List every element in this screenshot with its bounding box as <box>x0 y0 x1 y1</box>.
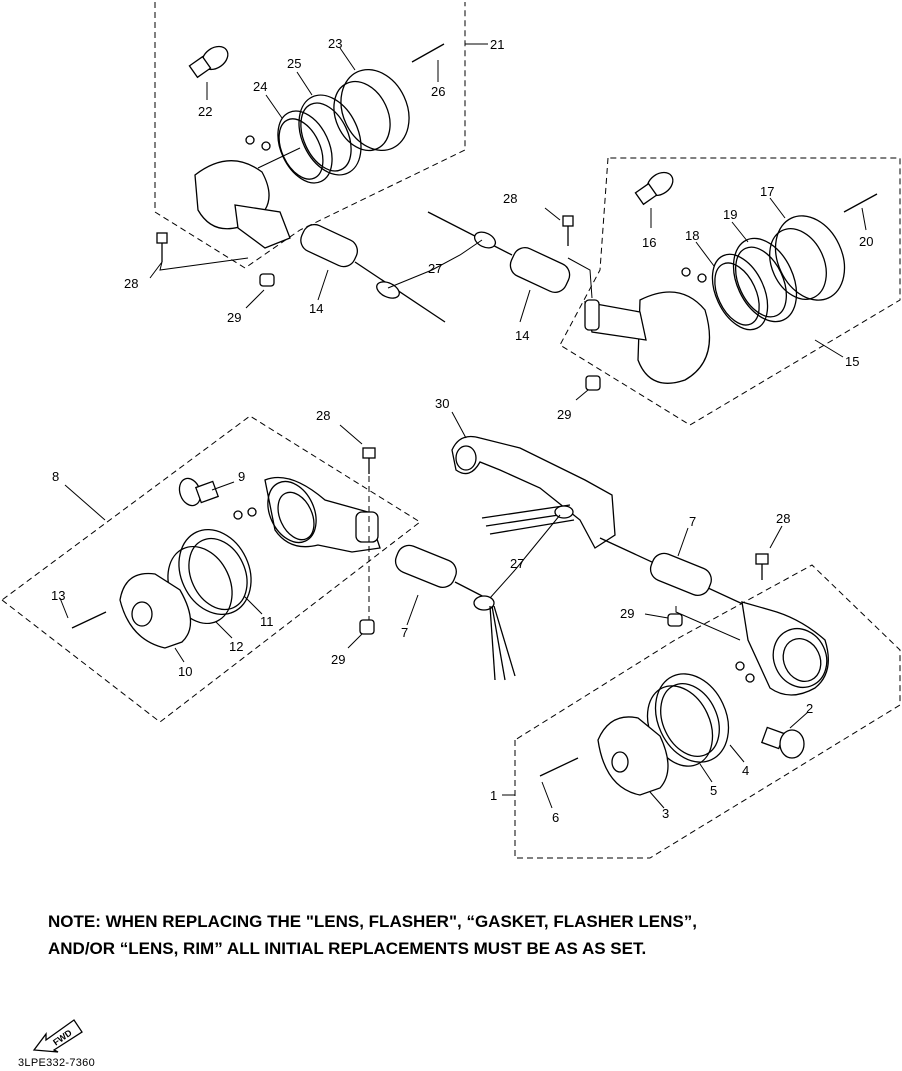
callout-20: 20 <box>859 234 873 249</box>
fwd-arrow-icon: FWD <box>32 1019 83 1053</box>
callout-6: 6 <box>552 810 559 825</box>
callout-18: 18 <box>685 228 699 243</box>
callout-29b: 29 <box>557 407 571 422</box>
part-19-gasket <box>731 221 798 323</box>
assembly-1 <box>502 525 901 859</box>
part-13-screw <box>59 597 107 629</box>
drawing-code: 3LPE332-7360 <box>18 1057 95 1069</box>
part-17-lens <box>769 197 846 301</box>
part-18-rim <box>695 241 769 331</box>
callout-22: 22 <box>198 104 212 119</box>
callout-25: 25 <box>287 56 301 71</box>
callout-7b: 7 <box>689 514 696 529</box>
callout-15: 15 <box>845 354 859 369</box>
part-7-stalk-right <box>649 527 712 596</box>
part-3-lens <box>597 716 669 809</box>
part-30-bracket <box>451 411 761 613</box>
callout-14b: 14 <box>515 328 529 343</box>
callout-28a: 28 <box>124 276 138 291</box>
part-14-stalk-right <box>427 211 571 323</box>
part-20-screw <box>843 193 878 231</box>
callout-28b: 28 <box>503 191 517 206</box>
part-16-bulb <box>634 171 674 228</box>
part-1-housing <box>741 601 829 696</box>
callout-24: 24 <box>253 79 267 94</box>
callout-10: 10 <box>178 664 192 679</box>
callout-8: 8 <box>52 469 59 484</box>
callout-4: 4 <box>742 763 749 778</box>
replacement-note: NOTE: WHEN REPLACING THE "LENS, FLASHER"… <box>48 908 868 962</box>
callout-29c: 29 <box>331 652 345 667</box>
part-6-screw <box>539 757 579 809</box>
part-25-gasket <box>296 71 362 176</box>
callout-11: 11 <box>260 614 274 629</box>
part-29-nut-c <box>347 619 375 649</box>
callout-27a: 27 <box>428 261 442 276</box>
part-28-bolt-c <box>339 424 376 620</box>
part-28-bolt-b <box>544 207 593 299</box>
part-29-nut-d <box>644 606 741 641</box>
part-21-housing <box>194 147 301 249</box>
part-29-nut-b <box>575 375 601 401</box>
callout-17: 17 <box>760 184 774 199</box>
part-10-lens <box>119 572 192 663</box>
callout-21: 21 <box>490 37 504 52</box>
callout-9: 9 <box>238 469 245 484</box>
callout-27b: 27 <box>510 556 524 571</box>
callout-30: 30 <box>435 396 449 411</box>
part-29-nut-a <box>245 273 275 309</box>
part-11-rim <box>178 528 263 616</box>
callout-23: 23 <box>328 36 342 51</box>
part-24-rim <box>265 94 333 184</box>
callout-26: 26 <box>431 84 445 99</box>
callout-3: 3 <box>662 806 669 821</box>
part-23-lens <box>333 47 410 152</box>
callout-2: 2 <box>806 701 813 716</box>
assembly-8 <box>1 415 421 723</box>
callout-13: 13 <box>51 588 65 603</box>
note-line-1: NOTE: WHEN REPLACING THE "LENS, FLASHER"… <box>48 912 697 931</box>
part-26-screw <box>411 43 445 82</box>
part-28-bolt-d <box>755 525 783 580</box>
callout-28d: 28 <box>776 511 790 526</box>
callout-14a: 14 <box>309 301 323 316</box>
part-8-housing <box>264 476 381 553</box>
callout-19: 19 <box>723 207 737 222</box>
callout-28c: 28 <box>316 408 330 423</box>
part-7-stalk-left <box>394 544 516 681</box>
callout-labels: 1 2 3 4 5 6 7 7 8 9 10 11 12 13 14 14 15… <box>51 36 873 825</box>
callout-7a: 7 <box>401 625 408 640</box>
part-9-bulb <box>178 477 235 507</box>
callout-29a: 29 <box>227 310 241 325</box>
callout-1: 1 <box>490 788 497 803</box>
callout-29d: 29 <box>620 606 634 621</box>
note-line-2: AND/OR “LENS, RIM” ALL INITIAL REPLACEME… <box>48 939 647 958</box>
assembly-21 <box>149 2 488 309</box>
part-15-housing <box>584 291 711 384</box>
callout-12: 12 <box>229 639 243 654</box>
part-2-bulb <box>760 711 809 759</box>
callout-16: 16 <box>642 235 656 250</box>
callout-5: 5 <box>710 783 717 798</box>
part-22-bulb <box>188 45 229 100</box>
part-28-bolt-a <box>149 232 249 279</box>
assembly-15 <box>544 157 901 426</box>
